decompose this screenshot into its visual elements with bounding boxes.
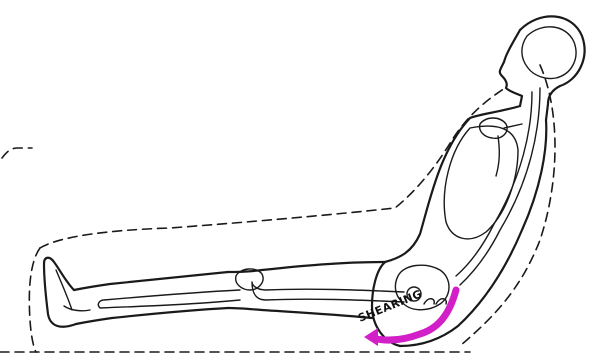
face-outline: [500, 30, 522, 106]
humerus: [496, 136, 499, 176]
support-surface: [0, 65, 555, 352]
body-outline: [44, 16, 585, 346]
skull: [522, 27, 576, 79]
femur: [252, 282, 404, 302]
chest-contour: [385, 106, 520, 262]
mattress-outline-upper: [2, 148, 32, 158]
rib-cage: [444, 126, 518, 239]
shearing-label: SHEARING: [356, 287, 424, 325]
mattress-left-edge: [29, 248, 40, 352]
shearing-arrowhead: [364, 328, 378, 346]
mattress-outline-top: [40, 88, 505, 248]
shin-lower: [76, 308, 228, 324]
head-outline: [520, 16, 585, 120]
foot: [44, 258, 76, 327]
shin-upper: [74, 272, 228, 290]
thigh-lower: [228, 308, 372, 318]
thigh-upper: [228, 262, 385, 272]
tibia: [98, 290, 240, 308]
mattress-outline-back: [460, 65, 555, 346]
